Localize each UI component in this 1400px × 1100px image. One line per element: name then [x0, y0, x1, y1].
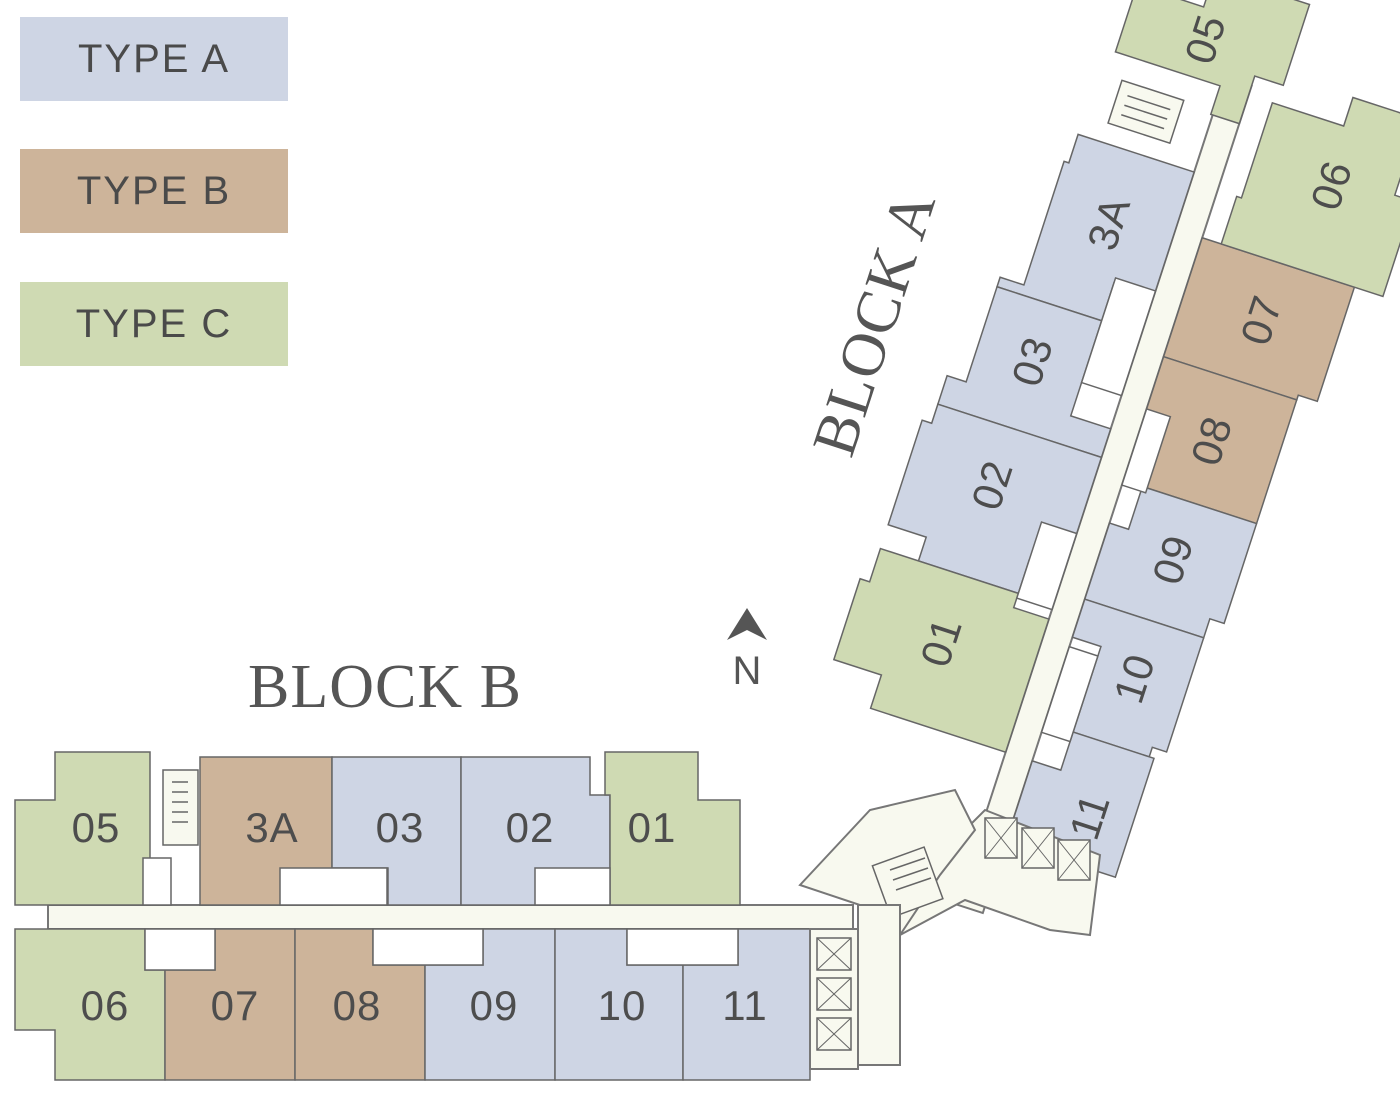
block-b-label-11: 11	[722, 982, 768, 1029]
block-b-label-05: 05	[72, 804, 121, 851]
block-b-void-4	[144, 928, 216, 971]
block-a-lift-2-icon	[1021, 827, 1055, 869]
block-b-label-3a: 3A	[245, 804, 298, 851]
legend-type-b-label: TYPE B	[76, 168, 232, 213]
block-a-void-2	[1120, 408, 1172, 494]
block-b-void-3	[142, 857, 172, 906]
block-b-label-10: 10	[598, 982, 647, 1029]
block-b-lift-core	[809, 904, 901, 1070]
block-a-lift-1-icon	[984, 817, 1018, 859]
block-a-unit-01	[832, 547, 1050, 754]
block-b-void-5	[372, 928, 484, 966]
block-b-title: BLOCK B	[248, 653, 522, 721]
block-b-void-1	[279, 867, 388, 906]
block-b-lift-1-icon	[816, 937, 852, 971]
block-b-unit-05	[14, 751, 151, 906]
block-b-void-6	[626, 928, 739, 966]
block-b: 05 3A 03 02 01 06 07 08 09 10 11	[14, 751, 901, 1081]
block-a-stair	[1107, 79, 1185, 145]
block-a-void-4	[1040, 645, 1099, 743]
legend-type-a-label: TYPE A	[77, 36, 231, 81]
legend-type-b: TYPE B	[20, 149, 288, 233]
block-a: 05 06 3A 07 03 08 02 09 01 10 11	[832, 0, 1400, 915]
block-a-void-1	[1080, 277, 1157, 397]
block-a-void-3	[1015, 521, 1078, 611]
legend-type-a: TYPE A	[20, 17, 288, 101]
block-a-lift-3-icon	[1057, 839, 1091, 881]
block-b-label-01: 01	[628, 804, 677, 851]
block-b-label-03: 03	[376, 804, 425, 851]
block-a-unit-06	[1220, 96, 1400, 298]
block-b-label-06: 06	[81, 982, 130, 1029]
north-arrow-icon	[727, 608, 767, 640]
block-b-corridor	[47, 904, 854, 930]
compass-label: N	[733, 649, 762, 693]
block-b-void-2	[534, 867, 611, 906]
compass: N	[727, 608, 767, 693]
block-b-label-09: 09	[470, 982, 519, 1029]
block-b-stair	[162, 769, 199, 846]
block-b-label-02: 02	[506, 804, 555, 851]
block-b-unit-01	[604, 751, 741, 906]
block-b-lift-3-icon	[816, 1017, 852, 1051]
legend-type-c-label: TYPE C	[75, 301, 233, 346]
legend-type-c: TYPE C	[20, 282, 288, 366]
block-b-label-08: 08	[333, 982, 382, 1029]
block-b-lift-2-icon	[816, 977, 852, 1011]
block-a-unit-05	[1114, 0, 1311, 125]
block-b-label-07: 07	[211, 982, 260, 1029]
